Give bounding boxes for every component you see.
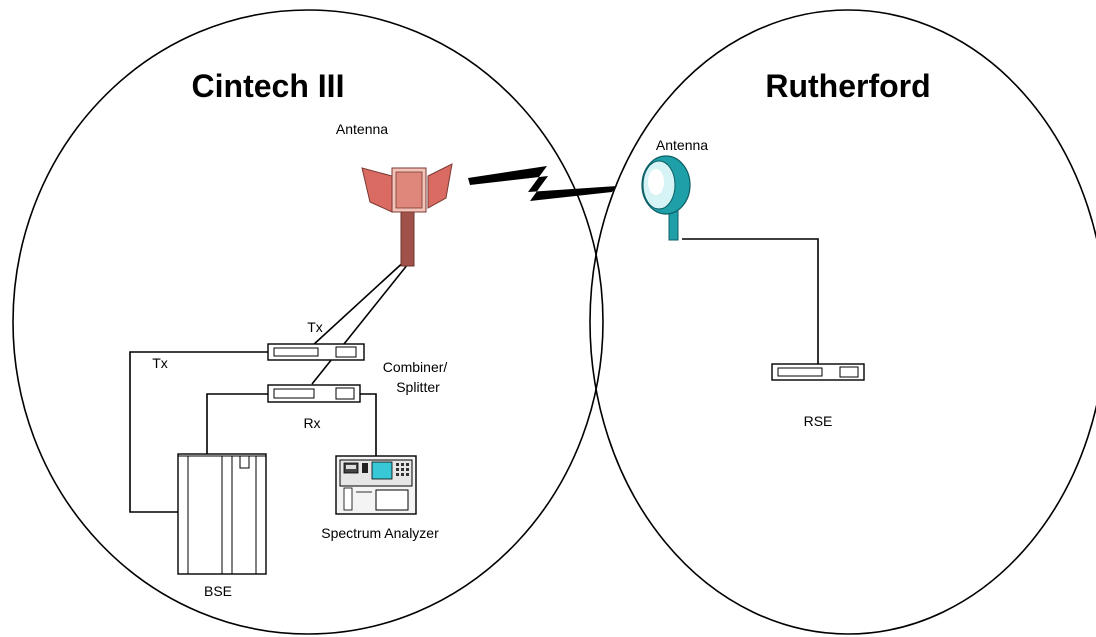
dish-antenna-icon	[641, 155, 691, 241]
connection-wires	[129, 238, 819, 513]
combiner-label-line1: Combiner/	[383, 359, 448, 375]
spectrum-analyzer-label: Spectrum Analyzer	[321, 525, 439, 541]
splitter-rx-unit-icon	[267, 384, 361, 403]
rse-unit-icon	[771, 363, 865, 381]
tx-label-left: Tx	[152, 355, 168, 371]
bse-cabinet-icon	[177, 453, 267, 575]
spectrum-analyzer-icon	[335, 455, 417, 515]
tx-label-top: Tx	[307, 319, 323, 335]
site-title-rutherford: Rutherford	[765, 68, 930, 104]
combiner-label-line2: Splitter	[396, 379, 440, 395]
rse-label: RSE	[804, 413, 833, 429]
site-boundary-cintech	[12, 9, 604, 635]
rx-label: Rx	[303, 415, 320, 431]
sector-panel-antenna-icon	[361, 163, 453, 267]
site-boundary-rutherford	[589, 9, 1096, 635]
combiner-tx-unit-icon	[267, 343, 365, 361]
antenna-label-rutherford: Antenna	[656, 137, 708, 153]
radio-link-bolt-icon	[468, 166, 617, 201]
antenna-label-cintech: Antenna	[336, 121, 388, 137]
bse-label: BSE	[204, 583, 232, 599]
site-title-cintech: Cintech III	[192, 68, 345, 104]
